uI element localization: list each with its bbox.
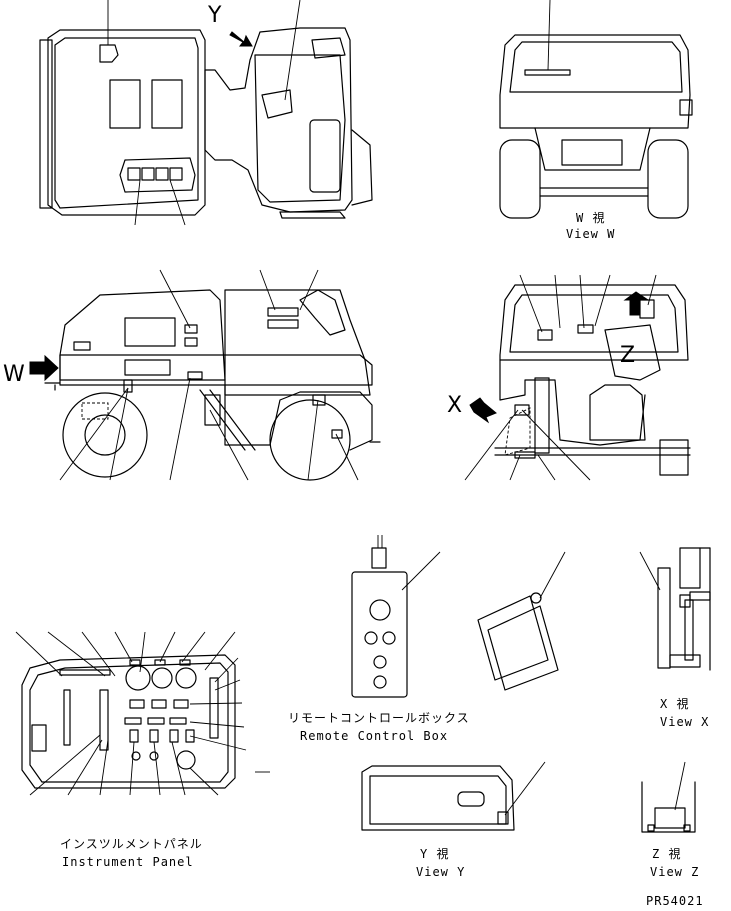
part-number: PR54021: [646, 894, 704, 908]
view-y-label-jp: Y 視: [420, 846, 449, 861]
view-y-label-en: View Y: [416, 865, 465, 879]
rear-view-machine: [464, 274, 691, 481]
view-y-drawing: [361, 761, 546, 831]
remote-control-box-label-en: Remote Control Box: [300, 729, 448, 743]
view-z-marker: Z: [620, 343, 635, 368]
view-x-drawing: [639, 547, 711, 671]
instrument-panel-label-en: Instrument Panel: [62, 855, 194, 869]
view-x-label-jp: X 視: [660, 696, 689, 711]
view-y-arrow-icon: [229, 31, 253, 47]
view-w-label-en: View W: [566, 227, 615, 241]
view-z-arrow-icon: [623, 291, 650, 316]
view-w-label-jp: W 視: [576, 210, 605, 225]
view-w-machine: [499, 0, 693, 219]
view-x-arrow-icon: [469, 397, 497, 424]
view-z-label-jp: Z 視: [652, 846, 681, 861]
warning-tag-drawing: [477, 551, 566, 691]
view-x-marker: X: [447, 393, 462, 418]
view-w-marker: W: [3, 362, 25, 387]
remote-control-box-label-jp: リモートコントロールボックス: [288, 711, 470, 725]
instrument-panel-drawing: [15, 631, 270, 796]
instrument-panel-label-jp: インスツルメントパネル: [60, 837, 203, 851]
remote-control-box-drawing: [351, 535, 441, 698]
view-y-marker: Y: [207, 3, 222, 28]
top-view-machine: [39, 0, 373, 226]
view-w-arrow-icon: [29, 354, 59, 382]
view-z-label-en: View Z: [650, 865, 699, 879]
view-z-drawing: [641, 761, 696, 833]
view-x-label-en: View X: [660, 715, 709, 729]
side-view-machine: [44, 269, 381, 481]
